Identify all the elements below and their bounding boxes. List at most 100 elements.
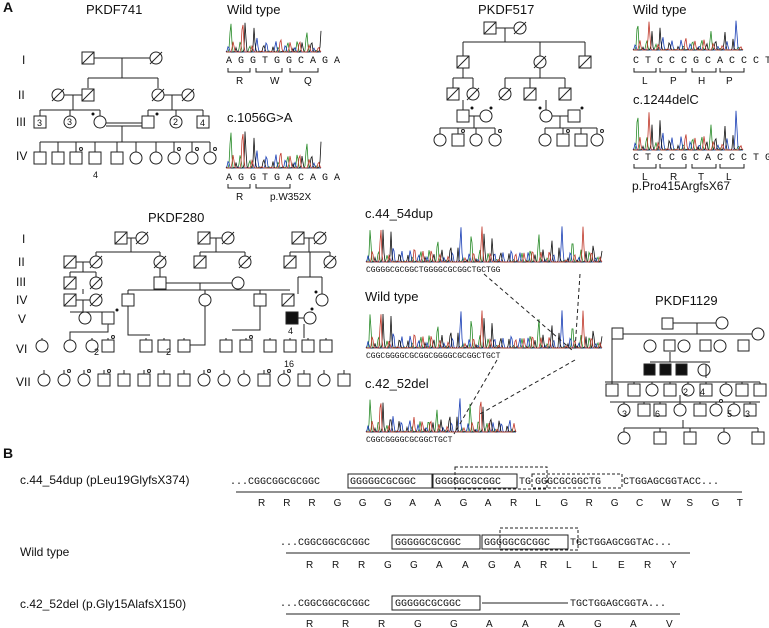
- deceased-mark: [181, 88, 195, 102]
- group-count: 3: [37, 118, 42, 128]
- pedigree-female-carrier: [93, 115, 107, 129]
- deceased-mark: [291, 231, 305, 245]
- sequence-trace: [632, 110, 744, 151]
- group-count: 2: [94, 347, 99, 357]
- deceased-mark: [153, 255, 167, 269]
- pedigree-female: [617, 403, 631, 417]
- deceased-mark: [51, 88, 65, 102]
- sequence-text: CGGCGGGGCGCGGCGGGGCGCGGCTGCT: [366, 352, 501, 361]
- group-count: 4: [288, 326, 293, 336]
- sequence-text: C T C C C G C A C C C T: [633, 56, 769, 67]
- amino-acid-letter: R: [308, 498, 315, 509]
- pedigree-female: [78, 311, 92, 325]
- deceased-mark: [323, 255, 337, 269]
- pedigree-pkdf741: PKDF741 I II III IV 3: [16, 2, 217, 180]
- codon-brackets: [227, 68, 319, 73]
- pedigree-male-affected: [117, 373, 131, 387]
- sequence-prefix: ...CGGCGGCGCGGC: [280, 599, 370, 610]
- amino-acid-letter: L: [535, 498, 541, 509]
- deceased-mark: [578, 55, 592, 69]
- deceased-mark: [238, 255, 252, 269]
- pedigree-male: [737, 339, 750, 352]
- repeat-box: [432, 473, 518, 489]
- group-count: 4: [200, 118, 205, 128]
- pedigree-male-affected: [301, 339, 315, 353]
- amino-acid-letter: S: [686, 498, 693, 509]
- pedigree-male-affected: [110, 151, 124, 165]
- pedigree-male: [735, 383, 749, 397]
- pedigree-female: [751, 327, 765, 341]
- chromatogram-dup: c.44_54dup CGGGGCGCGGCTGGGGCGCGGCTGCTGG: [365, 206, 603, 275]
- generation-iv-sibship: [433, 128, 604, 147]
- pedigree-female: [709, 403, 723, 417]
- amino-acid-letter: R: [332, 560, 339, 571]
- amino-acid-letter: G: [334, 498, 342, 509]
- deceased-mark: [313, 231, 327, 245]
- deceased-mark: [558, 87, 572, 101]
- generation-vi-sibship: [35, 335, 333, 353]
- amino-acid-letter: A: [485, 498, 492, 509]
- amino-acid-letter: Y: [670, 560, 677, 571]
- carrier-dot: [310, 307, 314, 311]
- amino-acid-letter: C: [636, 498, 643, 509]
- trace-channel: [365, 229, 603, 263]
- group-count: 4: [700, 387, 705, 397]
- amino-acid-letter: G: [560, 498, 568, 509]
- pedigree-female-affected: [237, 373, 251, 387]
- amino-acid-letter: A: [409, 498, 416, 509]
- carrier-dot: [538, 106, 542, 110]
- pedigree-female: [677, 339, 691, 353]
- pedigree-male-group: [196, 115, 210, 129]
- alignment-dashed-line: [453, 359, 498, 435]
- deceased-mark: [197, 231, 211, 245]
- amino-acid-letter: G: [712, 498, 720, 509]
- panel-label-b: B: [3, 445, 13, 461]
- panel-b-del-row: c.42_52del (p.Gly15AlafsX150) ...CGGCGGC…: [20, 595, 680, 628]
- deceased-mark: [89, 276, 103, 290]
- deceased-mark: [149, 51, 163, 65]
- generation-label-ii: II: [18, 88, 25, 102]
- pedigree-male: [33, 151, 47, 165]
- pedigree-male: [263, 339, 277, 353]
- pedigree-female: [717, 431, 731, 445]
- repeat-box: [481, 534, 569, 550]
- amino-acid-letter: L: [726, 172, 732, 183]
- pedigree-female-carrier: [539, 109, 553, 123]
- pedigree-male-affected: [139, 339, 153, 353]
- deceased-mark: [135, 231, 149, 245]
- group-count: 3: [622, 409, 627, 419]
- panel-label-a: A: [3, 0, 13, 15]
- carrier-dot: [719, 399, 723, 403]
- carrier-dot: [314, 290, 318, 294]
- sequence-text: CGGCGGGGCGCGGCTGCT: [366, 436, 453, 445]
- deceased-mark: [533, 55, 547, 69]
- chromatogram-label: Wild type: [365, 289, 418, 304]
- amino-acid-letter: P: [670, 76, 677, 87]
- trace-channel: [365, 402, 517, 433]
- chromatogram-wt: Wild type CGGCGGGGCGCGGCGGGGCGCGGCTGCT: [365, 289, 603, 361]
- amino-acid-letter: R: [358, 560, 365, 571]
- deceased-mark: [63, 276, 77, 290]
- pedigree-pkdf1129: PKDF1129 2 4 3 6 5 3: [605, 293, 767, 445]
- amino-acid-letter: G: [611, 498, 619, 509]
- amino-acid-letter: L: [642, 76, 648, 87]
- trace-channel: [632, 112, 744, 151]
- pedigree-male: [253, 293, 267, 307]
- pedigree-female-affected: [217, 373, 231, 387]
- family-title-pkdf517: PKDF517: [478, 2, 534, 17]
- amino-acid-letter: A: [558, 619, 565, 628]
- trace-channel: [632, 21, 744, 51]
- pedigree-male: [121, 293, 135, 307]
- pedigree-male-affected: [643, 363, 656, 376]
- duplicated-insert-box: [531, 473, 623, 489]
- pedigree-male: [637, 403, 651, 417]
- sequence-trace: [365, 226, 603, 263]
- sequence-text: A G G T G A C A G A: [226, 173, 340, 184]
- deceased-mark: [89, 293, 103, 307]
- pedigree-male: [219, 339, 233, 353]
